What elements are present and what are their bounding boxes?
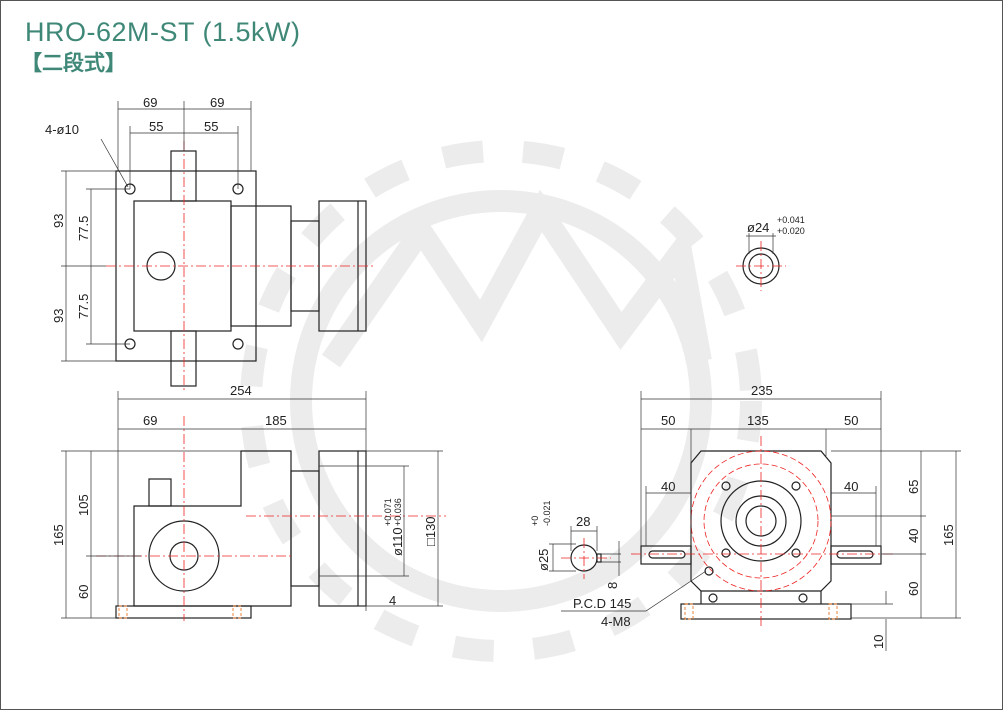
dim-110: ø110 — [390, 527, 405, 556]
dim-93-top: 93 — [51, 214, 66, 228]
dim-77-5-bottom: 77.5 — [76, 294, 91, 319]
dim-135: 135 — [747, 413, 769, 428]
dim-55-left: 55 — [149, 119, 163, 134]
side-view — [561, 391, 961, 651]
dim-8: 8 — [605, 582, 620, 589]
dim-69-right: 69 — [210, 95, 224, 110]
front-view — [61, 391, 446, 621]
dim-4: 4 — [389, 593, 396, 608]
top-view — [61, 101, 376, 391]
dim-254: 254 — [230, 383, 252, 398]
dim-130: □130 — [423, 516, 438, 546]
dim-110-tol-lower: +0.036 — [393, 498, 403, 526]
dim-28: 28 — [576, 514, 590, 529]
hole-callout: 4-ø10 — [45, 122, 79, 137]
dim-25-tol-lower: -0.021 — [542, 500, 552, 526]
shaft-tol-lower: +0.020 — [777, 226, 805, 236]
shaft-tol-upper: +0.041 — [777, 215, 805, 225]
pcd-label: P.C.D 145 — [573, 596, 631, 611]
dim-40-left: 40 — [661, 479, 675, 494]
dim-235: 235 — [751, 383, 773, 398]
dim-10: 10 — [871, 635, 886, 649]
dim-185: 185 — [265, 413, 287, 428]
dim-60: 60 — [76, 585, 91, 599]
dim-60-side: 60 — [906, 582, 921, 596]
dim-69: 69 — [143, 413, 157, 428]
page-title: HRO-62M-ST (1.5kW) — [25, 17, 301, 47]
dim-50-right: 50 — [844, 413, 858, 428]
watermark-logo — [240, 140, 762, 662]
dim-105: 105 — [76, 494, 91, 516]
dim-65: 65 — [906, 480, 921, 494]
dim-93-bottom: 93 — [51, 309, 66, 323]
dim-25: ø25 — [536, 549, 551, 571]
dim-40-right: 40 — [844, 479, 858, 494]
dim-50-left: 50 — [661, 413, 675, 428]
shaft-key-detail — [549, 526, 621, 579]
page-subtitle: 【二段式】 — [21, 52, 126, 75]
thread-label: 4-M8 — [601, 614, 631, 629]
shaft-diameter: ø24 — [747, 220, 769, 235]
dim-69-left: 69 — [143, 95, 157, 110]
dim-77-5-top: 77.5 — [76, 216, 91, 241]
dim-55-right: 55 — [204, 119, 218, 134]
dim-25-tol-upper: +0 — [530, 516, 540, 526]
dim-40-vertical: 40 — [906, 529, 921, 543]
dim-165: 165 — [51, 524, 66, 546]
dim-110-tol-upper: +0.071 — [383, 498, 393, 526]
shaft-end-view — [736, 233, 786, 291]
dim-165-side: 165 — [941, 524, 956, 546]
